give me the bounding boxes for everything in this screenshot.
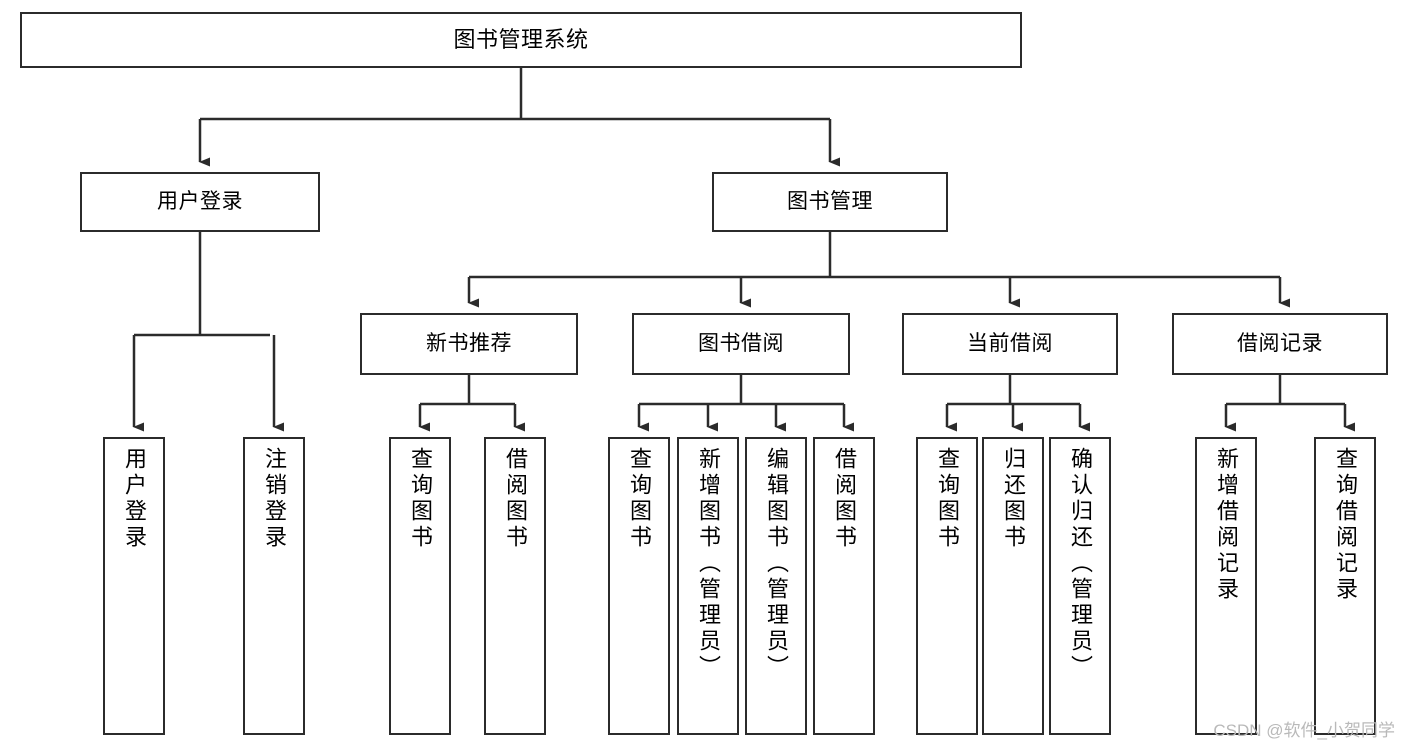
node-root-label: 图书管理系统 <box>453 27 589 53</box>
leaf-add-borrow-record-label: 新增借阅记录 <box>1214 447 1239 603</box>
leaf-return-book[interactable]: 归还图书 <box>982 437 1044 735</box>
node-book-management[interactable]: 图书管理 <box>712 172 948 232</box>
leaf-confirm-return-admin[interactable]: 确认归还（管理员） <box>1049 437 1111 735</box>
leaf-query-book-current-label: 查询图书 <box>935 447 960 551</box>
leaf-add-borrow-record[interactable]: 新增借阅记录 <box>1195 437 1257 735</box>
leaf-add-book-admin[interactable]: 新增图书（管理员） <box>677 437 739 735</box>
leaf-borrow-book-label: 借阅图书 <box>832 447 857 551</box>
leaf-logout-label: 注销登录 <box>262 447 287 551</box>
node-current-borrow-label: 当前借阅 <box>967 331 1053 355</box>
leaf-borrow-book-recommend-label: 借阅图书 <box>503 447 528 551</box>
leaf-logout[interactable]: 注销登录 <box>243 437 305 735</box>
node-current-borrow[interactable]: 当前借阅 <box>902 313 1118 375</box>
node-new-book-recommend-label: 新书推荐 <box>426 331 512 355</box>
leaf-query-book-recommend[interactable]: 查询图书 <box>389 437 451 735</box>
leaf-borrow-book-recommend[interactable]: 借阅图书 <box>484 437 546 735</box>
leaf-borrow-book[interactable]: 借阅图书 <box>813 437 875 735</box>
node-new-book-recommend[interactable]: 新书推荐 <box>360 313 578 375</box>
leaf-query-borrow-record[interactable]: 查询借阅记录 <box>1314 437 1376 735</box>
node-root[interactable]: 图书管理系统 <box>20 12 1022 68</box>
node-user-login-label: 用户登录 <box>157 189 243 213</box>
node-book-borrow[interactable]: 图书借阅 <box>632 313 850 375</box>
leaf-return-book-label: 归还图书 <box>1001 447 1026 551</box>
leaf-edit-book-admin-label: 编辑图书（管理员） <box>764 447 789 681</box>
leaf-query-book-recommend-label: 查询图书 <box>408 447 433 551</box>
node-book-management-label: 图书管理 <box>787 189 873 213</box>
node-borrow-record-label: 借阅记录 <box>1237 331 1323 355</box>
watermark: CSDN @软件_小贺同学 <box>1213 721 1395 740</box>
leaf-query-book-current[interactable]: 查询图书 <box>916 437 978 735</box>
leaf-query-book-borrow[interactable]: 查询图书 <box>608 437 670 735</box>
leaf-confirm-return-admin-label: 确认归还（管理员） <box>1068 447 1093 681</box>
node-user-login[interactable]: 用户登录 <box>80 172 320 232</box>
node-borrow-record[interactable]: 借阅记录 <box>1172 313 1388 375</box>
leaf-query-book-borrow-label: 查询图书 <box>627 447 652 551</box>
leaf-query-borrow-record-label: 查询借阅记录 <box>1333 447 1358 603</box>
node-book-borrow-label: 图书借阅 <box>698 331 784 355</box>
leaf-user-login[interactable]: 用户登录 <box>103 437 165 735</box>
leaf-user-login-label: 用户登录 <box>122 447 147 551</box>
leaf-edit-book-admin[interactable]: 编辑图书（管理员） <box>745 437 807 735</box>
leaf-add-book-admin-label: 新增图书（管理员） <box>696 447 721 681</box>
